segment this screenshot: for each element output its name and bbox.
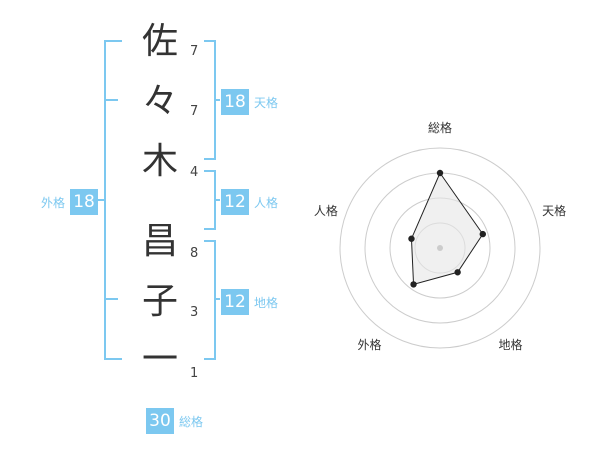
stroke-count-4: 8 — [190, 246, 199, 261]
soukaku-label: 総格 — [179, 414, 204, 429]
chikaku-tick — [214, 298, 220, 300]
stroke-count-2: 7 — [190, 104, 199, 119]
gaikaku-value: 18 — [70, 189, 99, 215]
name-char-4: 昌 — [141, 221, 178, 262]
radar-point-3 — [454, 269, 461, 276]
stroke-count-3: 4 — [190, 165, 199, 180]
chikaku-bracket — [204, 240, 216, 360]
jinkaku-value: 12 — [221, 189, 249, 215]
name-char-1: 佐 — [141, 21, 178, 62]
gaikaku-label: 外格 — [41, 195, 66, 210]
radar-polygon — [410, 171, 484, 286]
soukaku-value: 30 — [146, 408, 174, 434]
gaikaku-inner-tick-2 — [104, 298, 118, 300]
gaikaku-inner-tick-1 — [104, 99, 118, 101]
stroke-count-5: 3 — [190, 305, 199, 320]
radar-axis-label-3: 地格 — [499, 337, 523, 352]
chikaku-label: 地格 — [254, 295, 279, 310]
chikaku-badge: 12 地格 — [221, 289, 283, 315]
radar-axis-label-1: 総格 — [428, 120, 452, 135]
name-char-3: 木 — [141, 141, 178, 182]
radar-point-1 — [436, 169, 444, 177]
radar-point-2 — [479, 230, 486, 238]
tenkaku-label: 天格 — [254, 95, 279, 110]
gaikaku-tick — [98, 199, 104, 201]
name-char-5: 子 — [141, 281, 178, 322]
soukaku-badge: 30 総格 — [146, 408, 208, 434]
stroke-count-1: 7 — [190, 44, 199, 59]
radar-axis-label-5: 人格 — [314, 203, 338, 218]
tenkaku-value: 18 — [221, 89, 249, 115]
name-char-6: 一 — [141, 339, 178, 380]
radar-axis-label-4: 外格 — [357, 337, 381, 352]
radar-axis-label-2: 天格 — [542, 203, 566, 218]
tenkaku-badge: 18 天格 — [221, 89, 283, 115]
tenkaku-tick — [214, 99, 220, 101]
radar-point-4 — [410, 281, 417, 288]
radar-ring-4 — [339, 147, 541, 349]
radar-point-5 — [408, 235, 415, 242]
gaikaku-bracket — [104, 40, 122, 360]
name-char-2: 々 — [141, 81, 178, 122]
jinkaku-label: 人格 — [254, 195, 279, 210]
jinkaku-tick — [214, 199, 220, 201]
chikaku-value: 12 — [221, 289, 249, 315]
stroke-count-6: 1 — [190, 366, 199, 381]
gaikaku-badge: 外格 18 — [36, 189, 99, 215]
jinkaku-badge: 12 人格 — [221, 189, 283, 215]
radar-center-dot — [437, 245, 443, 251]
